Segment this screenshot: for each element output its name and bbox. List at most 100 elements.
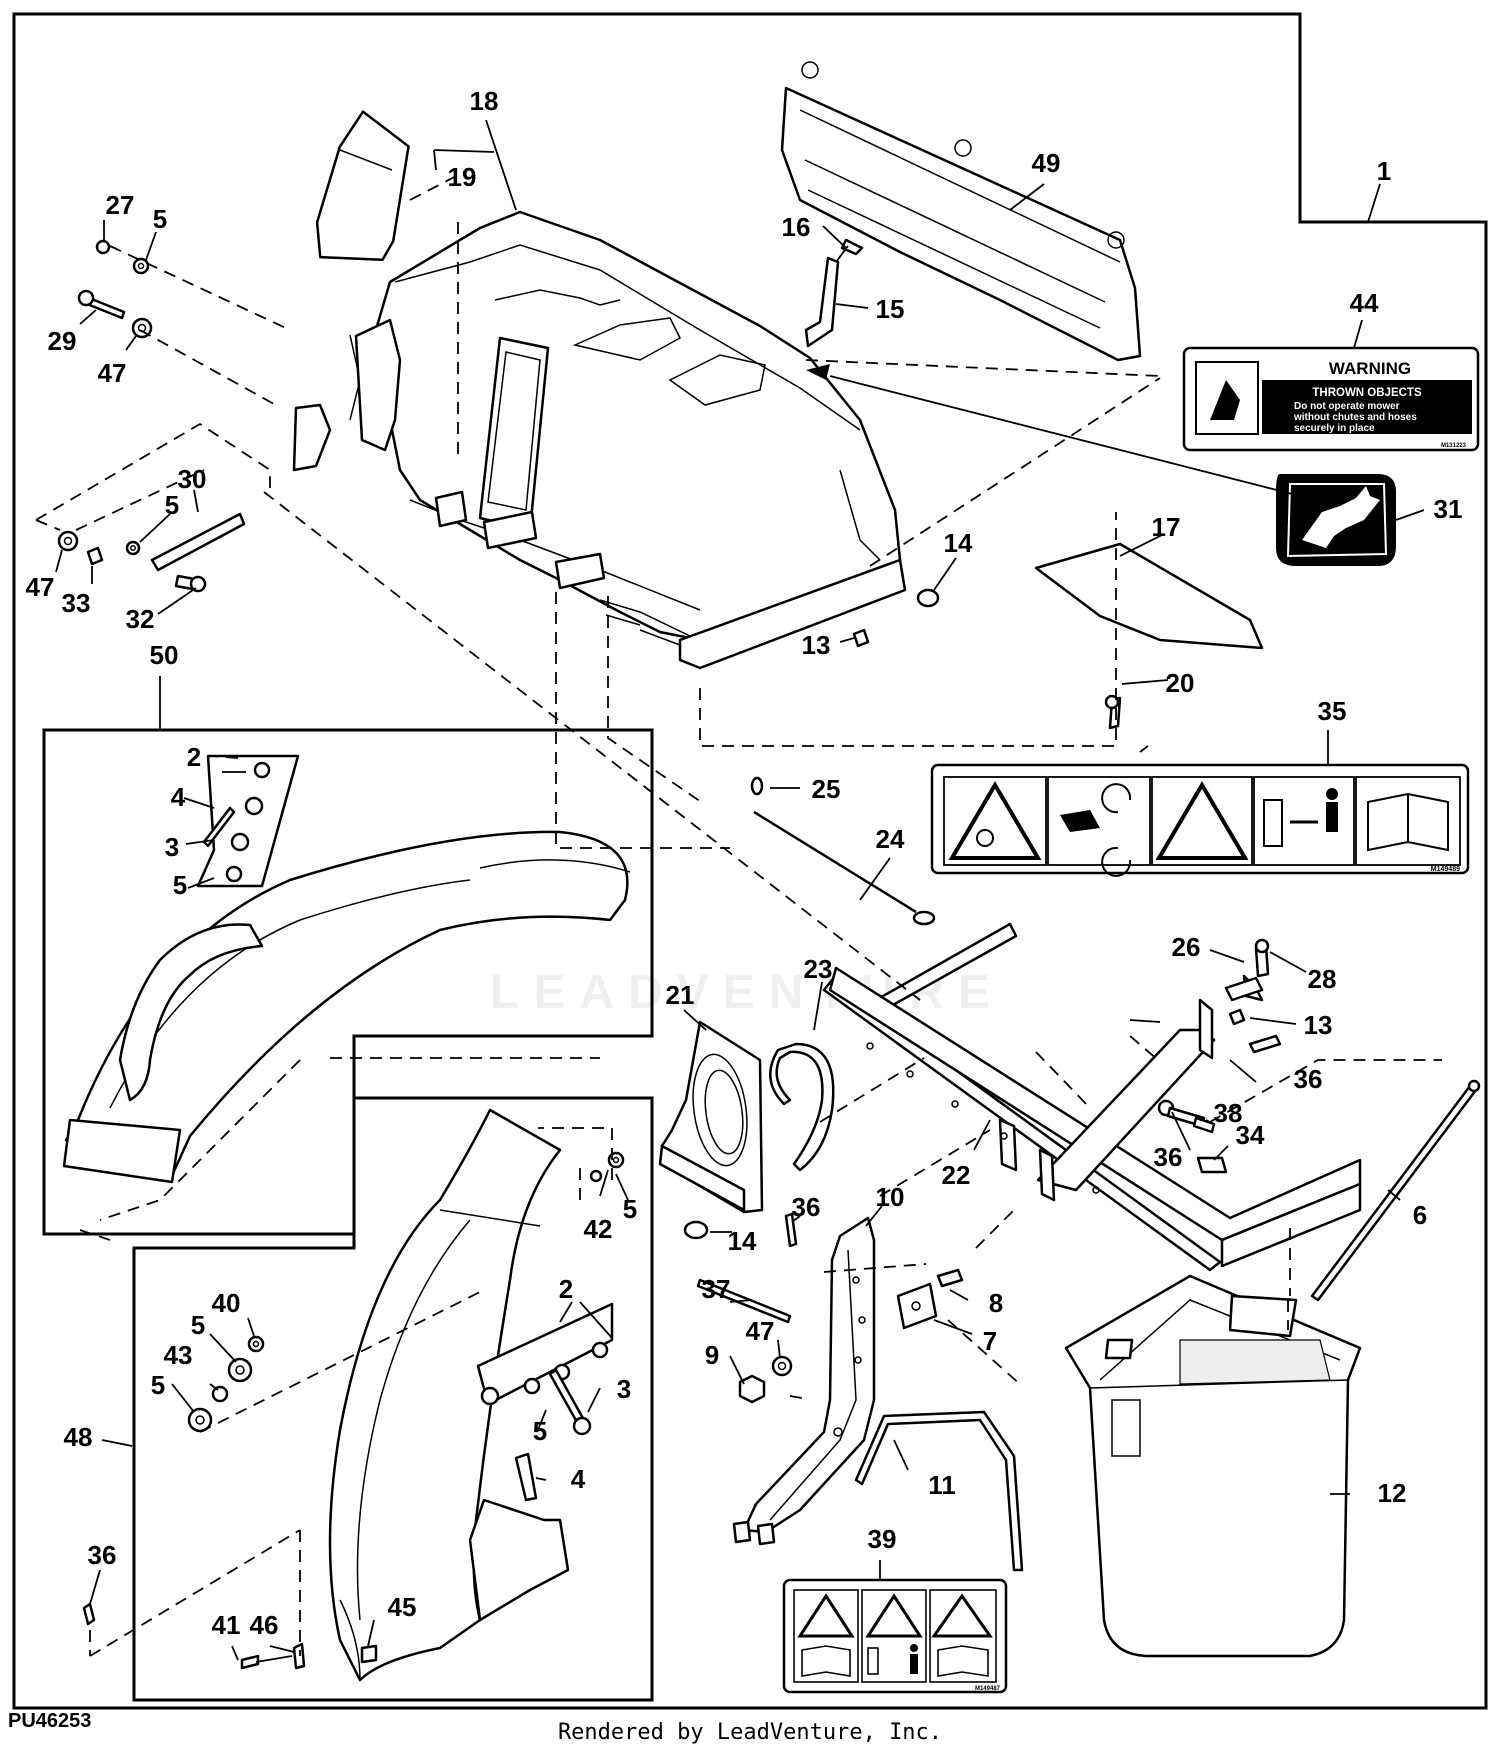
callout-44: 44 (1350, 288, 1379, 318)
callout-14-b: 14 (728, 1226, 757, 1256)
callout-5-e: 5 (191, 1310, 205, 1340)
callout-20: 20 (1166, 668, 1195, 698)
callout-50: 50 (150, 640, 179, 670)
bag-12 (1064, 1274, 1362, 1658)
callout-2-a: 2 (187, 742, 201, 772)
callout-18: 18 (470, 86, 499, 116)
frame-hardware (1157, 938, 1282, 1174)
callout-37: 37 (702, 1274, 731, 1304)
callout-39: 39 (868, 1524, 897, 1554)
callout-5-g: 5 (533, 1416, 547, 1446)
callout-40: 40 (212, 1288, 241, 1318)
callout-2-b: 2 (559, 1274, 573, 1304)
hardware-upper-left (77, 239, 153, 339)
callout-labels: 1 18 19 27 5 29 47 49 16 15 44 31 30 5 4… (26, 86, 1463, 1640)
callout-36-d: 36 (88, 1540, 117, 1570)
callout-49: 49 (1032, 148, 1061, 178)
diagram-border (12, 12, 1488, 1710)
rod-6 (1310, 1079, 1481, 1302)
callout-43: 43 (164, 1340, 193, 1370)
callout-6: 6 (1413, 1200, 1427, 1230)
leader-lines (55, 119, 1425, 1661)
callout-36-a: 36 (1294, 1064, 1323, 1094)
bracket-10 (732, 1216, 876, 1546)
warning-title: THROWN OBJECTS (1312, 387, 1422, 399)
handle-11 (854, 1410, 1024, 1572)
callout-5-a: 5 (153, 204, 167, 234)
warning-header: WARNING (1329, 359, 1411, 378)
callout-4-b: 4 (571, 1464, 586, 1494)
warning-line2: without chutes and hoses (1293, 412, 1417, 423)
chute-box-50 (42, 728, 654, 1236)
callout-34: 34 (1236, 1120, 1265, 1150)
callout-12: 12 (1378, 1478, 1407, 1508)
callout-45: 45 (388, 1592, 417, 1622)
callout-17: 17 (1152, 512, 1181, 542)
callout-38: 38 (1214, 1098, 1243, 1128)
safety-decal-35: M149489 (930, 763, 1470, 877)
callout-42: 42 (584, 1214, 613, 1244)
callout-10: 10 (876, 1182, 905, 1212)
callout-5-b: 5 (165, 490, 179, 520)
warning-line1: Do not operate mower (1294, 401, 1400, 412)
callout-29: 29 (48, 326, 77, 356)
callout-35: 35 (1318, 696, 1347, 726)
callout-16: 16 (782, 212, 811, 242)
callout-47-c: 47 (746, 1316, 775, 1346)
callout-23: 23 (804, 954, 833, 984)
callout-30: 30 (178, 464, 207, 494)
callout-3-a: 3 (165, 832, 179, 862)
warning-decal-44: WARNING THROWN OBJECTS Do not operate mo… (1182, 346, 1480, 452)
callout-7: 7 (983, 1326, 997, 1356)
callout-31: 31 (1434, 494, 1463, 524)
callout-24: 24 (876, 824, 905, 854)
warning-line3: securely in place (1294, 423, 1375, 434)
callout-27: 27 (106, 190, 135, 220)
callout-13-a: 13 (802, 630, 831, 660)
callout-15: 15 (876, 294, 905, 324)
callout-11: 11 (928, 1470, 956, 1500)
decal-35-code: M149489 (1431, 866, 1460, 873)
hood-assembly (292, 210, 907, 670)
chute-box-48 (82, 1096, 654, 1702)
callout-5-c: 5 (173, 870, 187, 900)
bracket-hardware (738, 1268, 964, 1404)
bracket-15 (804, 238, 864, 348)
deflector-49 (780, 61, 1142, 362)
callout-28: 28 (1308, 964, 1337, 994)
frame-22 (822, 922, 1362, 1272)
render-credit: Rendered by LeadVenture, Inc. (557, 1720, 943, 1745)
callout-3-b: 3 (617, 1374, 631, 1404)
safety-decal-39: M149487 (782, 1578, 1008, 1694)
warning-code: M131223 (1441, 443, 1467, 449)
hinge-30 (57, 512, 246, 593)
callout-32: 32 (126, 604, 155, 634)
diagram-id: PU46253 (8, 1710, 92, 1732)
callout-47-a: 47 (98, 358, 127, 388)
rod-24 (750, 776, 936, 926)
callout-5-f: 5 (151, 1370, 165, 1400)
deere-logo-31 (1276, 474, 1396, 566)
callout-26: 26 (1172, 932, 1201, 962)
callout-14-a: 14 (944, 528, 973, 558)
plate-17 (1034, 542, 1264, 730)
alignment-lines (35, 171, 1442, 1657)
callout-47-b: 47 (26, 572, 55, 602)
callout-13-b: 13 (1304, 1010, 1333, 1040)
decal-39-code: M149487 (975, 1686, 1001, 1692)
callout-41: 41 (212, 1610, 241, 1640)
callout-25: 25 (812, 774, 841, 804)
callout-9: 9 (705, 1340, 719, 1370)
callout-36-b: 36 (1154, 1142, 1183, 1172)
callout-46: 46 (250, 1610, 279, 1640)
callout-22: 22 (942, 1160, 971, 1190)
callout-36-c: 36 (792, 1192, 821, 1222)
filter-screen (315, 110, 410, 262)
callout-19: 19 (448, 162, 477, 192)
callout-33: 33 (62, 588, 91, 618)
hood-fasteners (852, 588, 940, 648)
callout-48: 48 (64, 1422, 93, 1452)
callout-21: 21 (666, 980, 695, 1010)
callout-1: 1 (1377, 156, 1391, 186)
callout-5-d: 5 (623, 1194, 637, 1224)
